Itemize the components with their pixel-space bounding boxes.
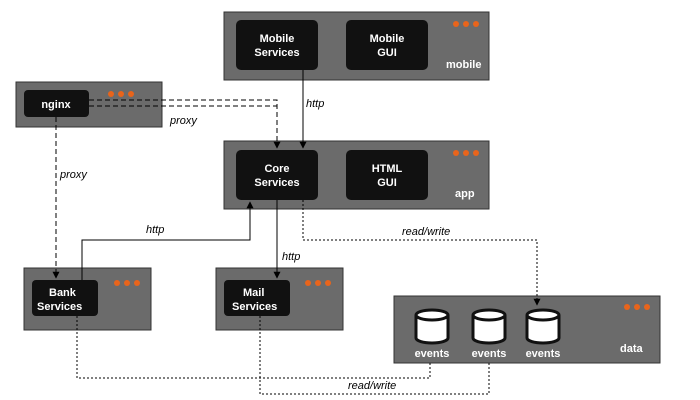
app-container-label: app [455,188,475,200]
events-db-1: events [414,308,450,360]
proxy-label-left: proxy [59,169,88,181]
readwrite-label-bottom: read/write [348,380,396,392]
mobile-gui-line2: GUI [377,47,397,59]
html-gui-line1: HTML [372,163,403,175]
bank-services-line2: Services [37,301,82,313]
core-services-line2: Services [254,177,299,189]
http-label-bank: http [146,224,164,236]
readwrite-edge-mail-events: read/write [259,316,490,395]
html-gui-node: HTML GUI [346,150,428,200]
mail-services-node: Mail Services [224,280,290,316]
three-dots-icon [453,21,479,27]
mobile-services-line1: Mobile [260,33,295,45]
mail-services-line2: Services [232,301,277,313]
http-edge-bank-core: http [81,201,254,280]
events-label-3: events [526,348,561,360]
mobile-container-label: mobile [446,59,481,71]
proxy-edge-nginx-bank: proxy [52,117,88,279]
three-dots-icon [624,304,650,310]
bank-services-line1: Bank [49,287,77,299]
proxy-edge-nginx-core: proxy [89,99,281,149]
three-dots-icon [114,280,140,286]
database-icon [414,308,450,345]
proxy-label-top: proxy [169,115,198,127]
core-services-node: Core Services [236,150,318,200]
mobile-services-line2: Services [254,47,299,59]
http-label-mobile: http [306,98,324,110]
html-gui-line2: GUI [377,177,397,189]
three-dots-icon [453,150,479,156]
mobile-gui-node: Mobile GUI [346,20,428,70]
http-edge-mobile-core: http [299,70,324,149]
events-db-3: events [525,308,561,360]
database-icon [525,308,561,345]
mobile-services-node: Mobile Services [236,20,318,70]
events-db-2: events [471,308,507,360]
readwrite-edge-core-data: read/write [302,200,541,306]
nginx-label: nginx [41,99,71,111]
database-icon [471,308,507,345]
http-edge-core-mail: http [273,200,300,279]
three-dots-icon [305,280,331,286]
core-services-line1: Core [264,163,289,175]
events-label-2: events [472,348,507,360]
mobile-gui-line1: Mobile [370,33,405,45]
mail-services-line1: Mail [243,287,264,299]
three-dots-icon [108,91,134,97]
http-label-mail: http [282,251,300,263]
readwrite-label-top: read/write [402,226,450,238]
nginx-node: nginx [24,90,89,117]
data-container-label: data [620,343,644,355]
events-label-1: events [415,348,450,360]
bank-services-node: Bank Services [32,280,98,316]
